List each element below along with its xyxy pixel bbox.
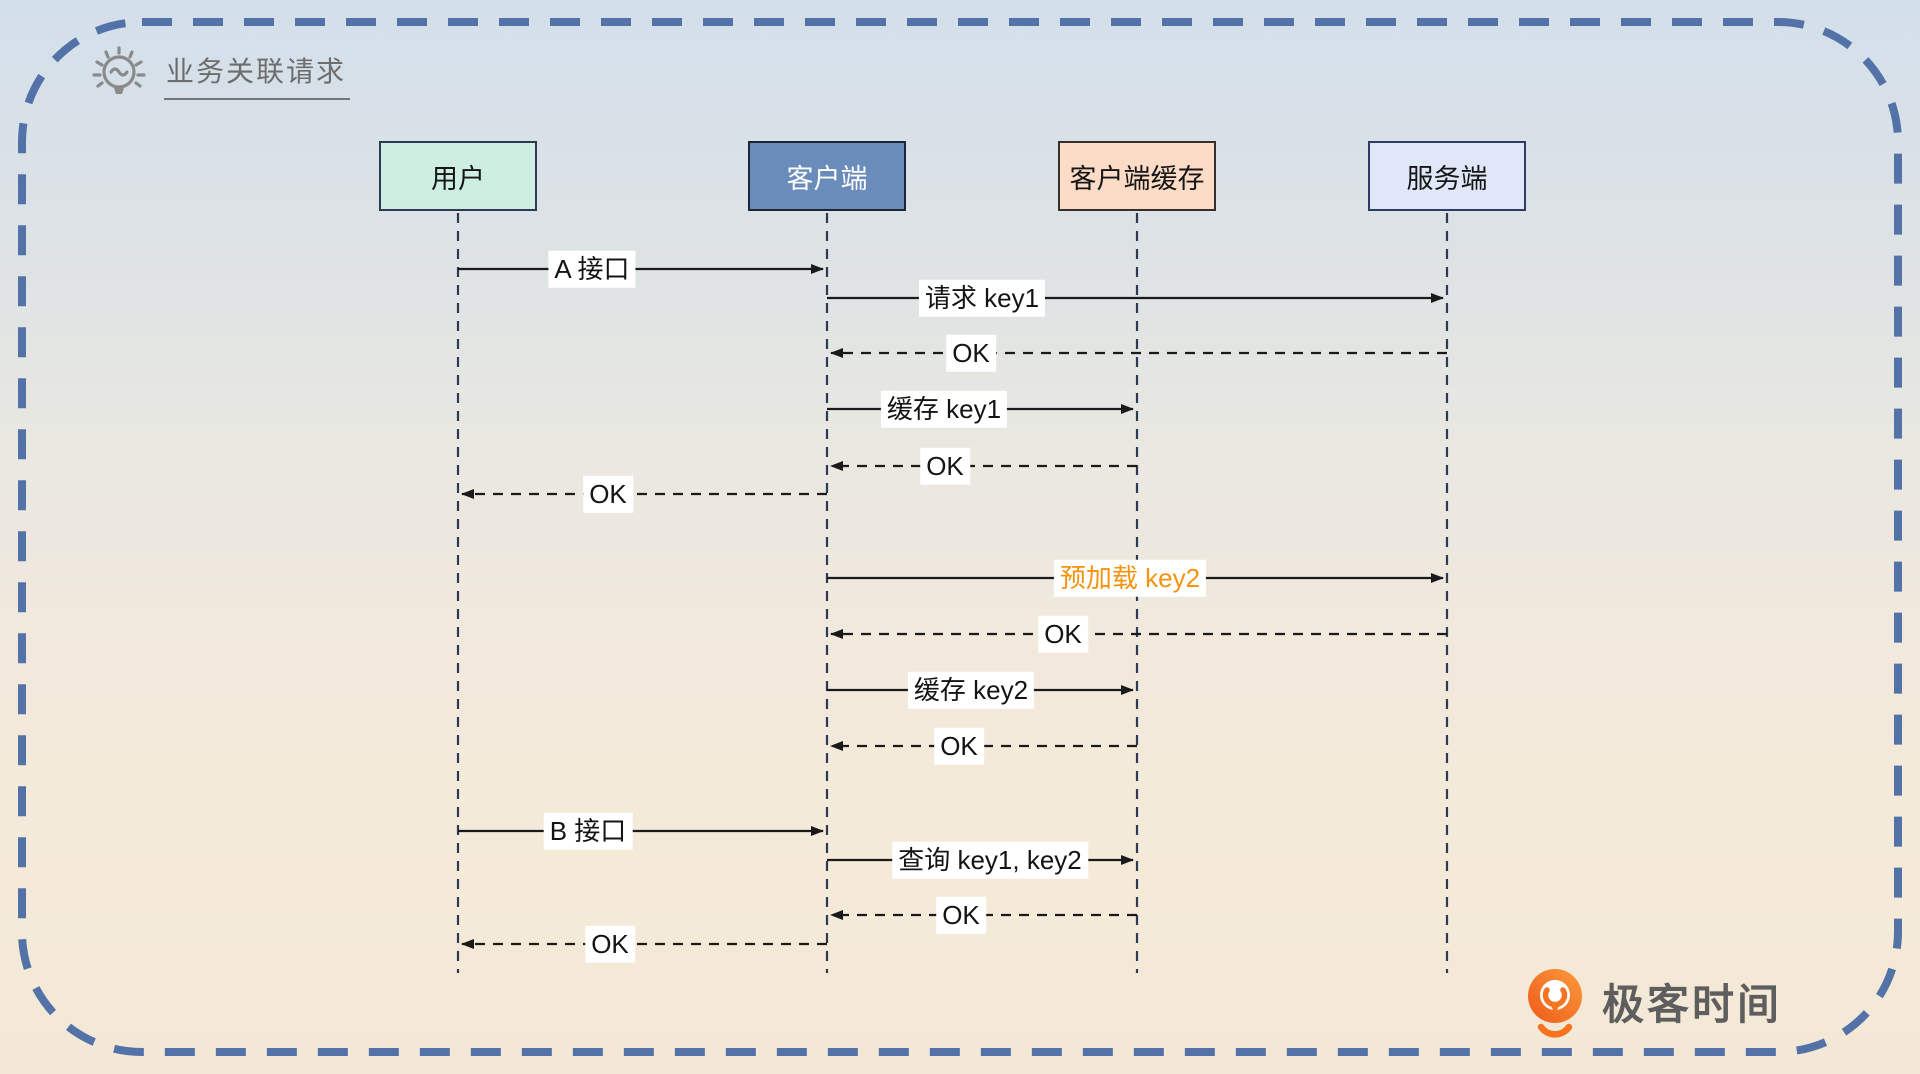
message-label-a-api: A 接口 [548, 250, 636, 288]
watermark-label: 极客时间 [1602, 980, 1783, 1028]
message-label-query-keys: 查询 key1, key2 [892, 841, 1088, 879]
diagram-title-block: 业务关联请求 [88, 44, 351, 106]
actor-box-server: 服务端 [1368, 141, 1526, 211]
message-label-ok-1: OK [946, 334, 996, 372]
actor-label-server: 服务端 [1406, 163, 1488, 194]
message-label-ok-2: OK [920, 447, 970, 485]
dashed-frame-border [18, 18, 1902, 1056]
message-label-ok-7: OK [585, 925, 635, 963]
message-label-ok-3: OK [583, 475, 633, 513]
message-label-request-key1: 请求 key1 [918, 279, 1046, 317]
actor-box-user: 用户 [379, 141, 537, 211]
message-label-preload-key2: 预加载 key2 [1053, 559, 1207, 597]
actor-label-cache: 客户端缓存 [1069, 163, 1205, 194]
lightbulb-icon [92, 46, 146, 94]
actor-label-user: 用户 [431, 163, 485, 194]
message-label-ok-6: OK [936, 896, 986, 934]
message-label-cache-key2: 缓存 key2 [907, 671, 1035, 709]
watermark: 极客时间 [1522, 963, 1782, 1039]
geektime-logo [1528, 969, 1582, 1038]
message-label-ok-4: OK [1038, 615, 1088, 653]
message-label-ok-5: OK [934, 727, 984, 765]
message-label-b-api: B 接口 [543, 812, 633, 850]
page-title: 业务关联请求 [164, 50, 351, 100]
actor-box-cache: 客户端缓存 [1058, 141, 1216, 211]
message-label-cache-key1: 缓存 key1 [880, 390, 1008, 428]
actor-box-client: 客户端 [748, 141, 906, 211]
actor-label-client: 客户端 [786, 163, 868, 194]
